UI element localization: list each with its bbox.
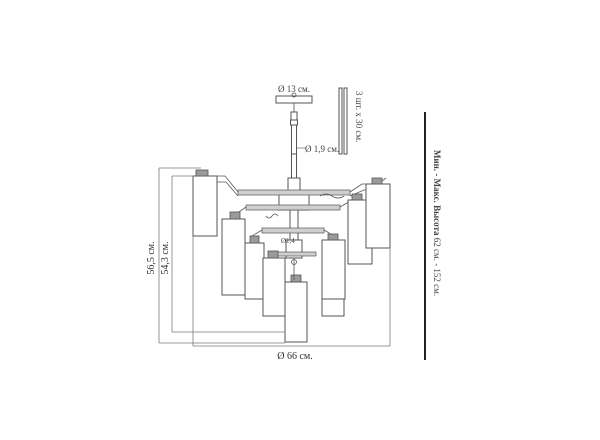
stem-rod-upper	[291, 123, 297, 155]
glass-shade-3	[244, 242, 265, 300]
glass-shade-1	[192, 175, 218, 237]
bulb-holder-7	[327, 233, 339, 241]
upper-arm-bar	[237, 189, 351, 196]
stem-rod-lower	[291, 153, 297, 179]
height-outer-label: 56,5 см.	[146, 241, 157, 274]
height-inner-label: 54,3 см.	[160, 241, 171, 274]
width-label: Ø 66 см.	[277, 351, 313, 362]
stem-connector-mid	[290, 119, 298, 126]
middle-arm-bar	[245, 204, 341, 211]
canopy-mount-ring	[291, 92, 297, 98]
central-column	[289, 209, 299, 241]
bulb-holder-5	[290, 274, 302, 283]
bulb-holder-1	[195, 169, 209, 177]
canopy-diameter-label: Ø 13 см.	[278, 84, 310, 94]
bottom-arm-bar	[271, 251, 317, 257]
glass-shade-9	[365, 183, 391, 249]
glass-shade-4	[262, 257, 286, 317]
bulb-holder-2	[229, 211, 241, 220]
glass-shade-2	[221, 218, 246, 296]
lower-arm-left	[250, 229, 263, 237]
bulb-holder-4	[267, 250, 279, 259]
glass-shade-5	[284, 281, 308, 343]
bulb-holder-3	[249, 235, 260, 244]
height-range-label: Мин. - Макс. Высота 62 см. - 152 см.	[432, 150, 442, 296]
spare-rod-1	[338, 87, 343, 155]
small-diameter-label: Ø1,4	[281, 237, 295, 245]
rod-diameter-label: Ø 1,9 см.	[305, 144, 339, 154]
rods-note-label: 3 шт. х 30 см.	[354, 91, 364, 142]
spare-rod-2	[343, 87, 348, 155]
lower-arm-bar	[261, 227, 325, 234]
bulb-holder-9	[371, 177, 383, 185]
glass-shade-7	[321, 239, 346, 300]
bulb-filament-right	[319, 193, 345, 199]
bulb-filament-left	[265, 213, 279, 219]
bulb-holder-8	[351, 193, 363, 201]
